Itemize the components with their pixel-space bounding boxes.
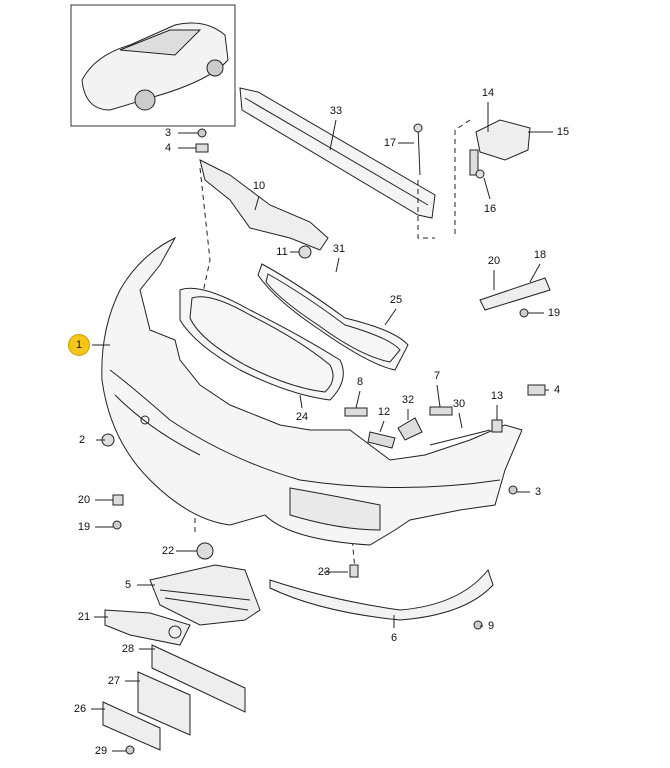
callout-11[interactable]: 11 bbox=[276, 246, 288, 258]
callout-28[interactable]: 28 bbox=[121, 643, 135, 655]
callout-22[interactable]: 22 bbox=[161, 545, 175, 557]
callout-24[interactable]: 24 bbox=[295, 411, 309, 423]
callout-4b[interactable]: 4 bbox=[553, 384, 561, 396]
callout-4[interactable]: 4 bbox=[164, 142, 172, 154]
callout-10[interactable]: 10 bbox=[252, 180, 266, 192]
callout-19[interactable]: 19 bbox=[547, 307, 561, 319]
callout-20b[interactable]: 20 bbox=[77, 494, 91, 506]
callout-33[interactable]: 33 bbox=[329, 105, 343, 117]
callout-30[interactable]: 30 bbox=[452, 398, 466, 410]
callout-18[interactable]: 18 bbox=[533, 249, 547, 261]
callout-19b[interactable]: 19 bbox=[77, 521, 91, 533]
callout-2[interactable]: 2 bbox=[78, 434, 86, 446]
callout-12[interactable]: 12 bbox=[377, 406, 391, 418]
callout-15[interactable]: 15 bbox=[556, 126, 570, 138]
callout-7[interactable]: 7 bbox=[433, 370, 441, 382]
callout-3b[interactable]: 3 bbox=[534, 486, 542, 498]
callout-25[interactable]: 25 bbox=[389, 294, 403, 306]
callout-13[interactable]: 13 bbox=[490, 390, 504, 402]
callout-26[interactable]: 26 bbox=[73, 703, 87, 715]
callout-23[interactable]: 23 bbox=[317, 566, 331, 578]
callout-5[interactable]: 5 bbox=[124, 579, 132, 591]
callout-20[interactable]: 20 bbox=[487, 255, 501, 267]
callout-32[interactable]: 32 bbox=[401, 394, 415, 406]
callout-8[interactable]: 8 bbox=[356, 376, 364, 388]
callout-3[interactable]: 3 bbox=[164, 127, 172, 139]
callout-16[interactable]: 16 bbox=[483, 203, 497, 215]
callout-29[interactable]: 29 bbox=[94, 745, 108, 757]
callout-17[interactable]: 17 bbox=[383, 137, 397, 149]
callout-21[interactable]: 21 bbox=[77, 611, 91, 623]
callout-9[interactable]: 9 bbox=[487, 620, 495, 632]
callout-6[interactable]: 6 bbox=[390, 632, 398, 644]
callout-1-highlighted[interactable]: 1 bbox=[68, 334, 90, 356]
callout-14[interactable]: 14 bbox=[481, 87, 495, 99]
callout-31[interactable]: 31 bbox=[332, 243, 346, 255]
callout-27[interactable]: 27 bbox=[107, 675, 121, 687]
